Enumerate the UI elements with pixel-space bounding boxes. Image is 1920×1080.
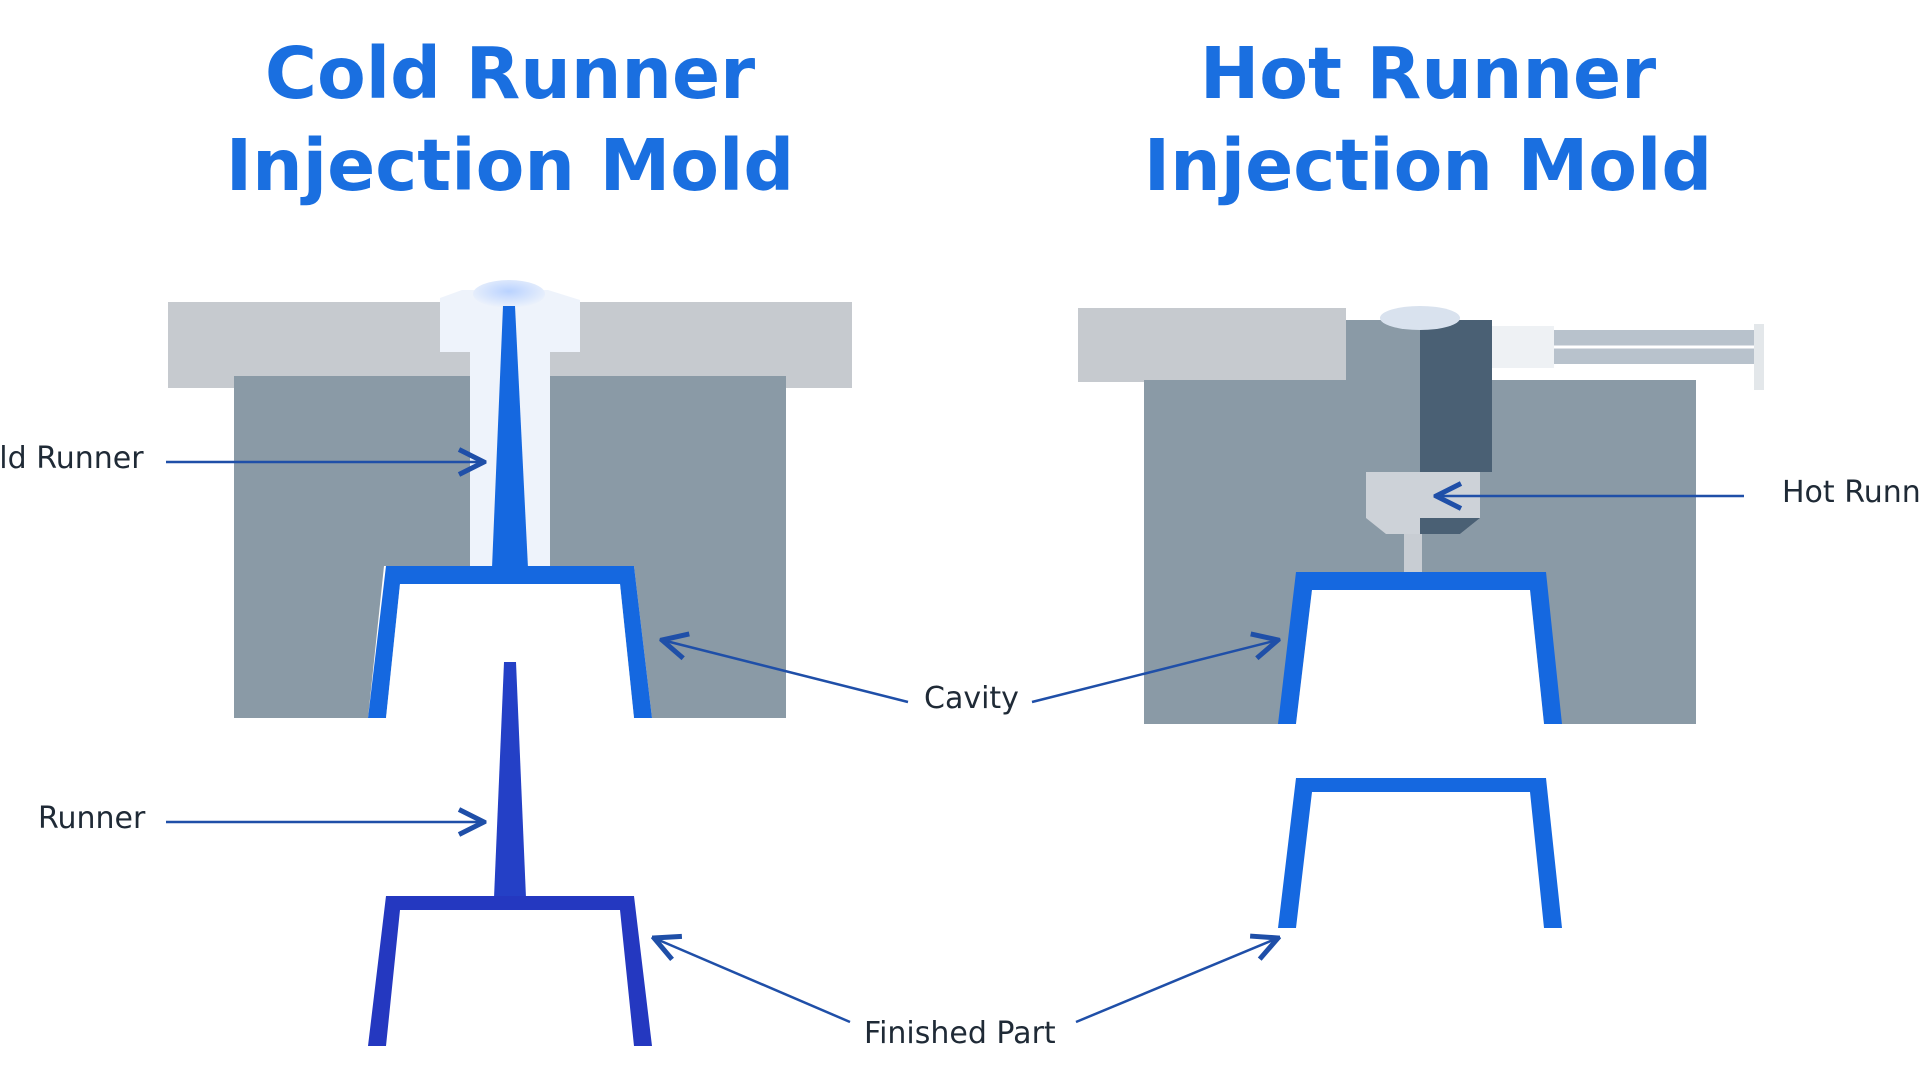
hot-heater-cap <box>1754 324 1764 390</box>
leader-lines <box>166 462 1744 1024</box>
cavity-arrow-left <box>662 640 909 704</box>
runner-label: Runner <box>38 801 146 836</box>
finished-part-arrow-left <box>654 938 851 1024</box>
hot-cavity-interior <box>1296 590 1544 724</box>
hot-finished-part <box>1278 778 1562 928</box>
hot-runner-title: Hot Runner Injection Mold <box>1143 32 1713 207</box>
cold-runner-title: Cold Runner Injection Mold <box>225 32 795 207</box>
cold-runner-channel <box>492 306 528 568</box>
finished-part-arrow-right <box>1075 938 1278 1024</box>
hot-sprue-seat <box>1380 306 1460 330</box>
cold-finished-part <box>368 662 652 1046</box>
cavity-arrow-right <box>1031 640 1278 704</box>
hot-part-body <box>1278 778 1562 928</box>
hot-gate-shadow <box>1420 518 1480 534</box>
cold-runner-label: Cold Runner <box>0 441 144 476</box>
cold-part-runner <box>494 662 526 898</box>
cold-cavity-interior <box>386 584 634 718</box>
hot-heater-sleeve <box>1492 326 1554 368</box>
hot-top-plate <box>1078 308 1346 382</box>
cavity-label: Cavity <box>924 681 1019 716</box>
cold-sprue-glow <box>473 280 545 308</box>
cold-cavity-wall <box>368 566 652 718</box>
finished-part-label: Finished Part <box>864 1016 1056 1051</box>
cold-part-body <box>368 896 652 1046</box>
hot-nozzle <box>1420 320 1492 472</box>
hot-gate-pin <box>1404 534 1422 572</box>
hot-runner-label: Hot Runner <box>1782 475 1920 510</box>
hot-cavity-wall <box>1278 572 1562 724</box>
cold-runner-mold <box>168 280 852 718</box>
hot-runner-mold <box>1078 306 1764 724</box>
